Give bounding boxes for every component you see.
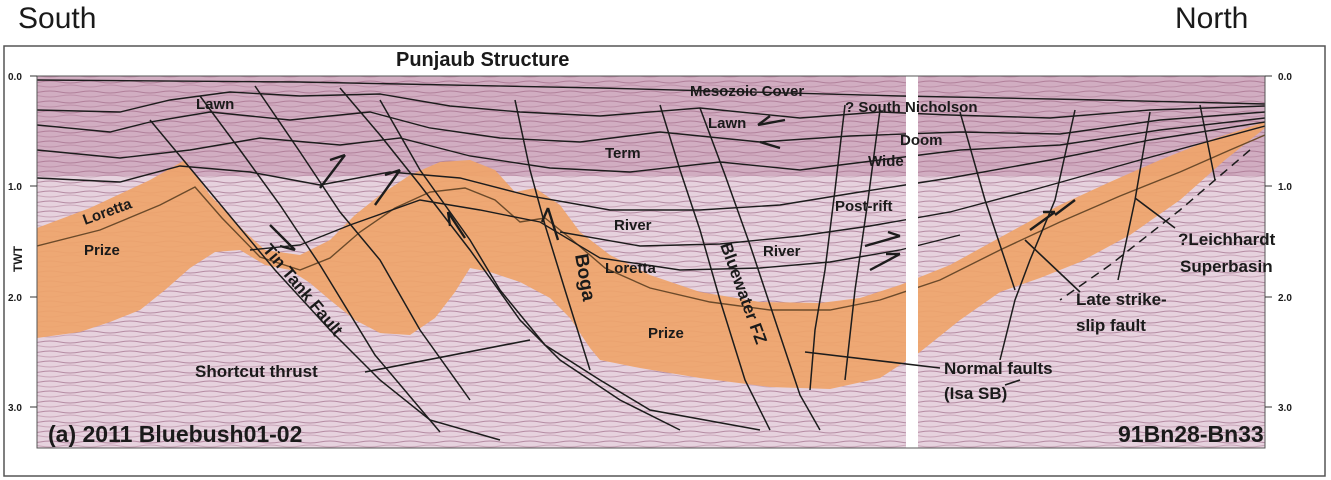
label-late-strike-slip-1: Late strike-	[1076, 290, 1167, 309]
label-leichhardt-2: Superbasin	[1180, 257, 1273, 276]
label-south-nicholson: ? South Nicholson	[845, 99, 978, 116]
label-mesozoic: Mesozoic Cover	[690, 83, 804, 100]
label-term: Term	[605, 145, 641, 162]
label-lawn-left: Lawn	[196, 96, 234, 113]
label-river-left: River	[614, 217, 652, 234]
label-shortcut-thrust: Shortcut thrust	[195, 362, 318, 381]
panel-label-left: (a) 2011 Bluebush01-02	[48, 421, 302, 447]
label-leichhardt-1: ?Leichhardt	[1178, 230, 1276, 249]
label-wide: Wide	[868, 153, 904, 170]
tick-label-left-0: 0.0	[8, 72, 22, 83]
label-normal-faults-1: Normal faults	[944, 359, 1053, 378]
label-loretta-mid: Loretta	[605, 260, 656, 277]
label-normal-faults-2: (Isa SB)	[944, 384, 1007, 403]
tick-label-left-2: 2.0	[8, 293, 22, 304]
twt-axis-label: TWT	[11, 245, 25, 272]
tick-label-right-3: 3.0	[1278, 403, 1292, 414]
tick-label-left-3: 3.0	[8, 403, 22, 414]
section-title: Punjaub Structure	[396, 49, 569, 71]
panel-label-right: 91Bn28-Bn33	[1118, 421, 1264, 447]
label-doom: Doom	[900, 132, 943, 149]
label-late-strike-slip-2: slip fault	[1076, 316, 1146, 335]
tick-label-right-2: 2.0	[1278, 293, 1292, 304]
label-prize-mid: Prize	[648, 325, 684, 342]
label-river-right: River	[763, 243, 801, 260]
tick-label-right-0: 0.0	[1278, 72, 1292, 83]
tick-label-left-1: 1.0	[8, 182, 22, 193]
label-prize-left: Prize	[84, 242, 120, 259]
tick-label-right-1: 1.0	[1278, 182, 1292, 193]
label-lawn-right: Lawn	[708, 115, 746, 132]
label-post-rift: Post-rift	[835, 198, 893, 215]
seismic-darker-upper	[37, 76, 1265, 176]
